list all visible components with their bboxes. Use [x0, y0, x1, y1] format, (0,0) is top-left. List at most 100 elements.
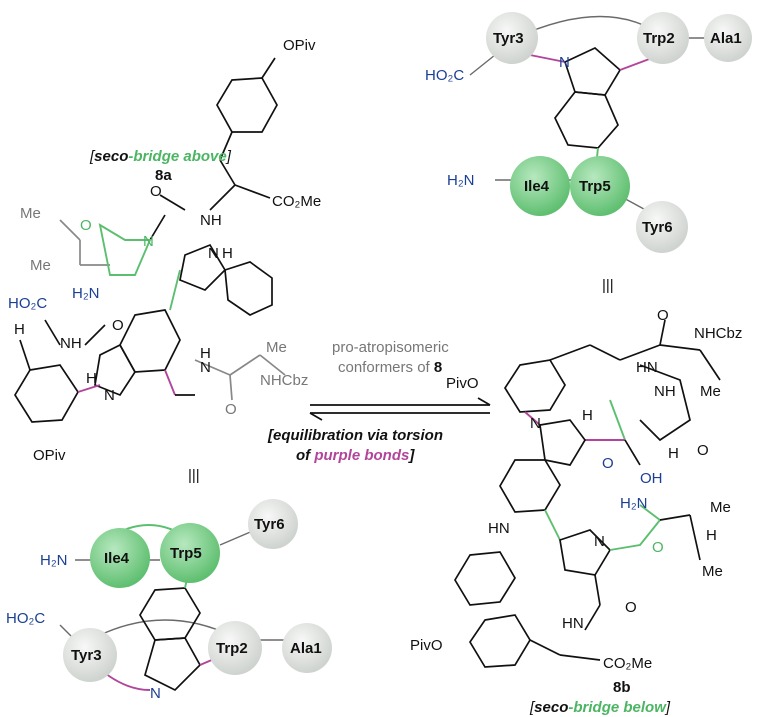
arrow-back-head: [309, 412, 323, 421]
8b-hn-indoline: HN: [488, 520, 510, 537]
8a-o-carbonyl: O: [150, 183, 162, 200]
ala-chain2: [229, 354, 261, 376]
8b-me: Me: [700, 383, 721, 400]
caption-line4-purple: purple bonds: [313, 447, 409, 464]
8b-o-right: O: [697, 442, 709, 459]
tyr-ring-left: [14, 364, 79, 423]
b-residue-tyr3: Tyr3: [71, 647, 102, 664]
purple-bond-right: [164, 369, 176, 396]
8b-hn: HN: [636, 359, 658, 376]
8a-h-alpha: H: [14, 321, 25, 338]
8a-bridge-text: -bridge above: [128, 148, 226, 165]
top-peptide-schematic: Tyr3 Trp2 Ala1 Ile4 Trp5 Tyr6 N HO₂C H₂N: [425, 12, 752, 253]
equivalence-symbol-top: |||: [602, 277, 614, 294]
8a-n-indoline: N: [208, 245, 219, 262]
8b-h-right: H: [706, 527, 717, 544]
equivalence-symbol-left: |||: [188, 467, 200, 484]
8b-alpha: [589, 344, 621, 361]
caption-line2-bold: 8: [434, 359, 442, 376]
conformer-8b-labels: O NHCbz HN NH Me PivO N H H O O OH H₂N M…: [410, 307, 742, 716]
tyr-ring-8b-top: [503, 359, 566, 413]
8b-ester: [559, 654, 601, 661]
conformer-8a-labels: OPiv [seco-bridge above] 8a CO₂Me NH O M…: [8, 37, 321, 464]
residue-tyr3: Tyr3: [493, 30, 524, 47]
8b-green-lactam: [609, 504, 662, 551]
caption-line2: conformers of 8: [338, 359, 442, 376]
8b-me-bottom: Me: [702, 563, 723, 580]
green-bridge-bond: [169, 269, 181, 311]
alpha-bond: [219, 159, 236, 186]
residue-ile4: Ile4: [524, 178, 550, 195]
trp2-sphere: [637, 12, 689, 64]
ile-chain: [59, 219, 81, 241]
8b-pivo-top: PivO: [446, 375, 479, 392]
8b-ala-me: [699, 349, 721, 381]
tyr-amide: [84, 324, 106, 346]
amide-co: [159, 194, 186, 211]
8a-o-ala: O: [225, 401, 237, 418]
8b-co2me: CO₂Me: [603, 655, 652, 672]
8b-ile: [659, 514, 691, 521]
caption-line3: [equilibration via torsion: [267, 427, 443, 444]
tyr-alpha: [44, 319, 61, 346]
ala-chain3: [259, 354, 286, 376]
b-trp2-sphere: [208, 621, 262, 675]
8b-caption: [seco-bridge below]: [529, 699, 671, 716]
8b-n-indole: N: [530, 415, 541, 432]
8a-nh-amide: NH: [200, 212, 222, 229]
trp5-sphere: [570, 156, 630, 216]
8a-opiv-top: OPiv: [283, 37, 316, 54]
ala-co: [229, 374, 233, 401]
8a-h-indoline: H: [222, 245, 233, 262]
8b-o-pyrr: O: [652, 539, 664, 556]
caption-line2-prefix: conformers of: [338, 359, 434, 376]
conformer-8a-structure: [14, 57, 286, 423]
8b-indole-pyrrole: [539, 419, 587, 466]
8b-nh: NH: [654, 383, 676, 400]
bottom-peptide-schematic: Ile4 Trp5 Tyr6 Tyr3 Trp2 Ala1 N HO₂C H₂N: [6, 499, 332, 702]
8b-purple-2: [524, 411, 541, 426]
opiv-bond: [261, 57, 276, 79]
8b-co-bond: [594, 574, 601, 606]
8b-green-1: [609, 399, 626, 441]
b-residue-ala1: Ala1: [290, 640, 322, 657]
purple-bond-left: [77, 384, 101, 393]
b-residue-trp5: Trp5: [170, 545, 202, 562]
8a-bracket-open: [: [89, 148, 96, 165]
8a-h-right: H: [200, 345, 211, 362]
8b-ile2: [689, 514, 701, 561]
acid-label: HO₂C: [425, 67, 464, 84]
8b-acid-c: [624, 439, 641, 466]
residue-tyr6: Tyr6: [642, 219, 673, 236]
amide-c: [149, 214, 166, 241]
caption-line4-prefix: of: [296, 447, 314, 464]
b-amine-label: H₂N: [40, 552, 68, 569]
amine-label: H₂N: [447, 172, 475, 189]
indole-pyrrole-8a: [94, 343, 136, 397]
8a-ho2c: HO₂C: [8, 295, 47, 312]
ala1-sphere: [704, 14, 752, 62]
8a-h2n: H₂N: [72, 285, 100, 302]
8b-me-right: Me: [710, 499, 731, 516]
arrow-caption: pro-atropisomeric conformers of 8 [equil…: [267, 339, 449, 464]
8b-ch2: [549, 344, 591, 361]
8b-ala: [659, 344, 701, 351]
indoline-ring: [179, 243, 227, 291]
8b-bracket-open: [: [529, 699, 536, 716]
8b-macrocycle: [639, 364, 691, 442]
8b-co-top: [659, 319, 666, 346]
8b-green-2: [544, 509, 561, 541]
conformer-8b-structure: [454, 319, 721, 668]
b-trp-tyr-link: [219, 529, 256, 546]
indole-n-label: N: [559, 54, 570, 71]
caption-line4-suffix: ]: [407, 447, 415, 464]
ala-chain: [194, 359, 231, 376]
tyr-ring-8b-bottom: [468, 614, 531, 668]
indoline-benzene: [224, 261, 273, 316]
8b-oh: OH: [640, 470, 663, 487]
8a-nh-left: NH: [60, 335, 82, 352]
acid-link: [469, 54, 496, 76]
8b-seco: seco: [534, 699, 568, 716]
8a-opiv-bottom: OPiv: [33, 447, 66, 464]
